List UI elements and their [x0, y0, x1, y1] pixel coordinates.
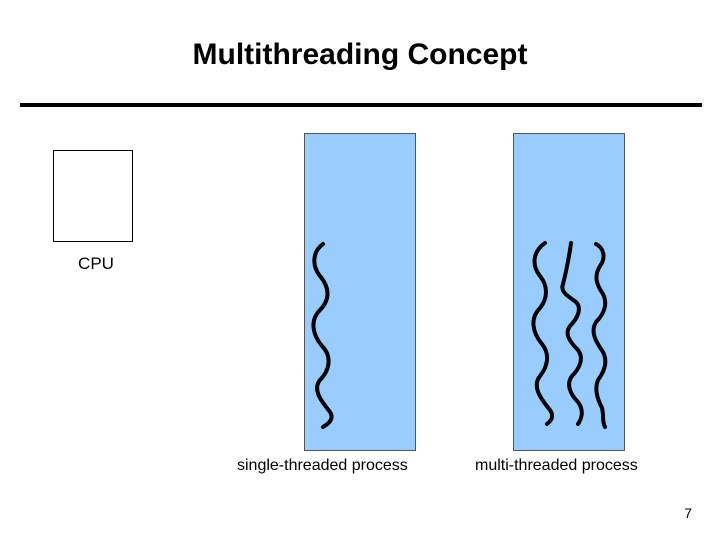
multi-process-label: multi-threaded process: [475, 457, 638, 474]
single-process-label: single-threaded process: [237, 457, 408, 474]
slide-title: Multithreading Concept: [192, 38, 528, 71]
thread-multi-3: [591, 242, 608, 429]
single-threaded-process: [304, 133, 416, 451]
thread-multi-2: [560, 241, 584, 426]
thread-single: [311, 242, 334, 429]
thread-multi-1: [531, 241, 555, 426]
multi-threaded-process: [513, 133, 625, 451]
cpu-label: CPU: [78, 254, 114, 273]
title-rule: [20, 103, 702, 107]
page-number: 7: [684, 505, 692, 521]
cpu-box: [53, 150, 133, 242]
